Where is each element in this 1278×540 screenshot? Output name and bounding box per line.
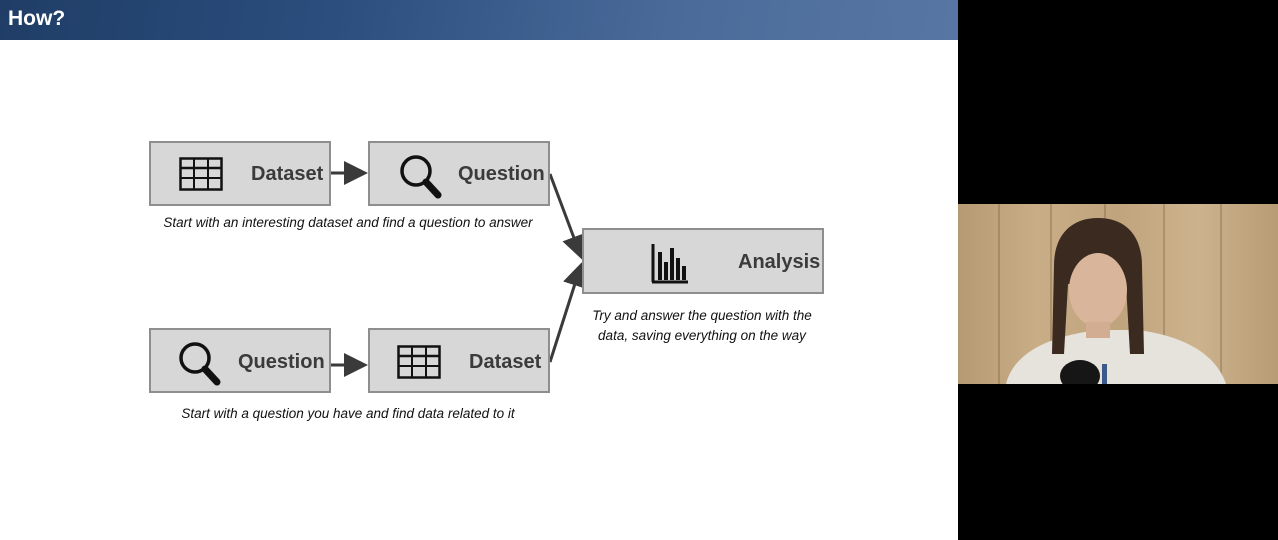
caption-top: Start with an interesting dataset and fi… xyxy=(163,215,533,230)
box-question-top: Question xyxy=(368,141,550,206)
caption-analysis-line2: data, saving everything on the way xyxy=(598,328,806,343)
box-dataset-bottom: Dataset xyxy=(368,328,550,393)
box-question-bottom: Question xyxy=(149,328,331,393)
caption-analysis-line1: Try and answer the question with the xyxy=(592,308,812,323)
magnifier-icon xyxy=(179,342,221,386)
bar-chart-icon xyxy=(651,244,688,284)
flow-arrows xyxy=(331,161,586,377)
arrow-bottom-to-analysis xyxy=(548,262,586,363)
table-grid-icon xyxy=(397,345,441,379)
slide-title: How? xyxy=(8,7,66,30)
presenter-silhouette xyxy=(1006,218,1226,384)
box-analysis: Analysis xyxy=(582,228,824,294)
box-label: Dataset xyxy=(251,163,324,185)
caption-bottom: Start with a question you have and find … xyxy=(181,406,515,421)
box-dataset-top: Dataset xyxy=(149,141,331,206)
box-label: Question xyxy=(238,351,325,373)
slide-header: How? xyxy=(0,0,958,40)
magnifier-icon xyxy=(400,155,442,199)
presenter-video-feed xyxy=(958,204,1278,384)
box-label: Analysis xyxy=(738,251,821,273)
box-label: Question xyxy=(458,163,545,185)
arrow-top-to-analysis xyxy=(548,173,585,260)
slide: How? Dataset Question Start with an inte xyxy=(0,0,958,540)
box-label: Dataset xyxy=(469,351,542,373)
table-grid-icon xyxy=(179,157,223,191)
caption-analysis: Try and answer the question with the dat… xyxy=(576,306,828,346)
